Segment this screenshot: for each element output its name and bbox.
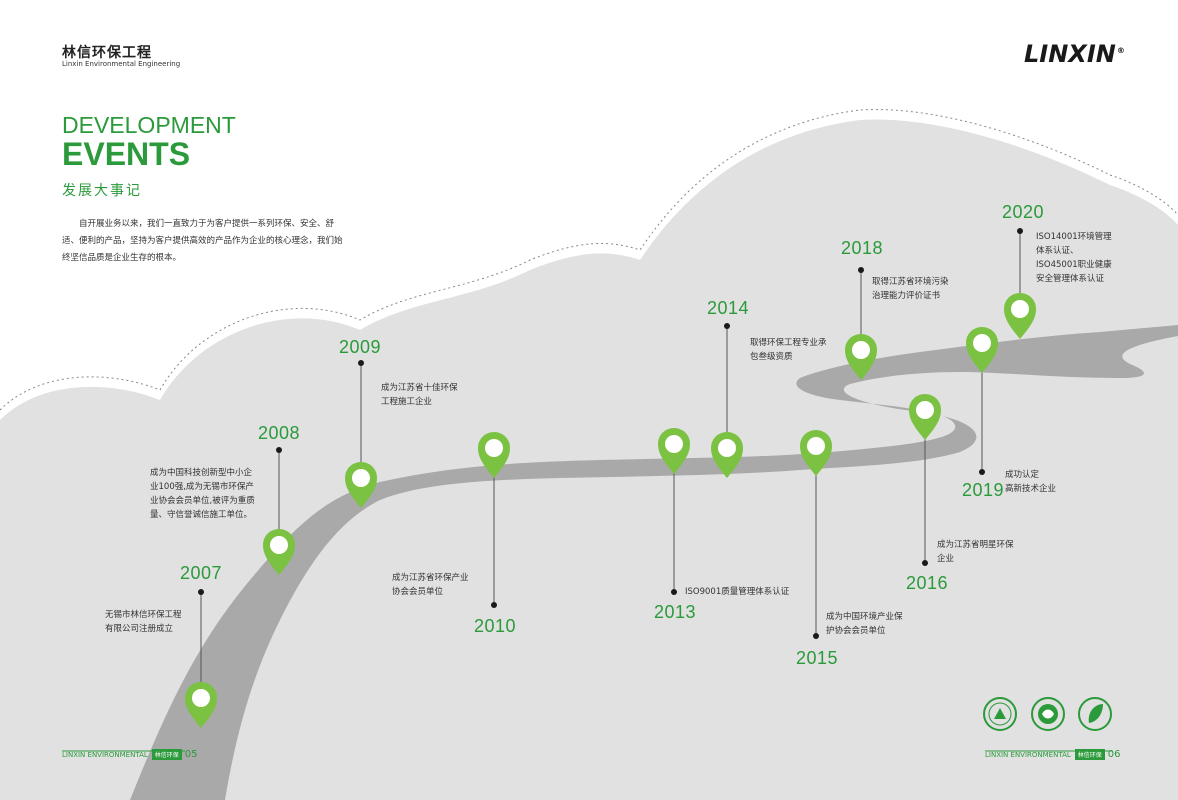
event-desc-2015: 成为中国环境产业保护协会会员单位 xyxy=(826,612,903,636)
leader-dots xyxy=(198,228,1023,639)
event-desc-2020: ISO14001环境管理体系认证、 ISO45001职业健康安全管理体系认证 xyxy=(1036,232,1112,284)
event-desc-2018: 取得江苏省环境污染治理能力评价证书 xyxy=(872,277,949,301)
linxin-logo: LINXIN® xyxy=(1024,40,1125,68)
event-year-2008: 2008 xyxy=(258,423,301,443)
event-year-2013: 2013 xyxy=(654,602,697,622)
event-desc-2007: 无锡市林信环保工程有限公司注册成立 xyxy=(105,610,182,634)
event-desc-2009: 成为江苏省十佳环保工程施工企业 xyxy=(381,383,458,407)
event-year-2015: 2015 xyxy=(796,648,839,668)
event-year-2010: 2010 xyxy=(474,616,517,636)
intro-paragraph: 自开展业务以来，我们一直致力于为客户提供一系列环保、安全、舒适、便利的产品，坚持… xyxy=(62,219,343,263)
event-year-2018: 2018 xyxy=(841,238,884,258)
green-leaf-icon xyxy=(1078,697,1112,731)
event-year-2009: 2009 xyxy=(339,337,382,357)
china-environmental-label-icon xyxy=(983,697,1017,731)
brand-name-cn: 林信环保工程 xyxy=(62,45,152,61)
leader-lines xyxy=(200,231,1021,690)
event-year-2014: 2014 xyxy=(707,298,750,318)
event-year-2007: 2007 xyxy=(180,563,223,583)
event-year-2019: 2019 xyxy=(962,480,1005,500)
hill-background xyxy=(0,119,1178,800)
event-year-2020: 2020 xyxy=(1002,202,1045,222)
brand-name-en: Linxin Environmental Engineering xyxy=(62,60,181,68)
event-desc-2016: 成为江苏省明星环保企业 xyxy=(937,540,1014,564)
heading-events: EVENTS xyxy=(62,136,191,172)
heading-cn: 发展大事记 xyxy=(62,183,142,199)
environmental-seal-icon xyxy=(1031,697,1065,731)
event-desc-2010: 成为江苏省环保产业协会会员单位 xyxy=(392,573,469,597)
event-desc-2013: ISO9001质量管理体系认证 xyxy=(685,587,790,597)
event-desc-2019: 成功认定高新技术企业 xyxy=(1005,470,1057,494)
winding-road xyxy=(130,325,1178,800)
event-desc-2014: 取得环保工程专业承包叁级资质 xyxy=(750,338,827,362)
event-desc-2008: 成为中国科技创新型中小企业100强,成为无锡市环保产 业协会会员单位,被评为重质… xyxy=(150,468,255,520)
event-year-2016: 2016 xyxy=(906,573,949,593)
hill-outline xyxy=(0,109,1178,411)
heading-development: DEVELOPMENT xyxy=(62,112,236,138)
